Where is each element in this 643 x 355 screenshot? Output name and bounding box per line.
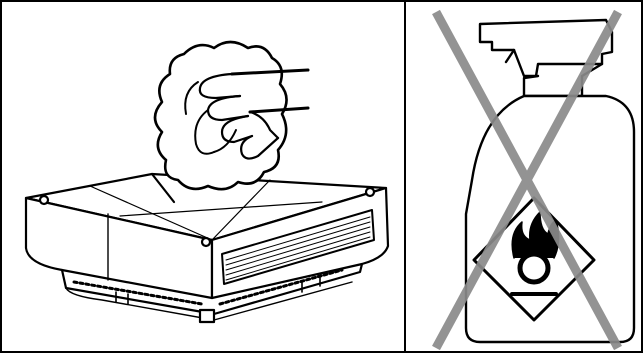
cleaning-cloth-icon bbox=[153, 40, 288, 191]
panel-no-spray-cleaner bbox=[404, 0, 643, 353]
projector-icon bbox=[24, 172, 390, 324]
hand-icon bbox=[184, 68, 310, 160]
projector-cleaning-illustration bbox=[24, 40, 390, 324]
panel-clean-with-cloth bbox=[0, 0, 406, 353]
prohibition-cross-icon bbox=[432, 9, 622, 351]
oxidizer-hazard-icon bbox=[472, 196, 596, 322]
no-spray-illustration bbox=[432, 9, 636, 351]
